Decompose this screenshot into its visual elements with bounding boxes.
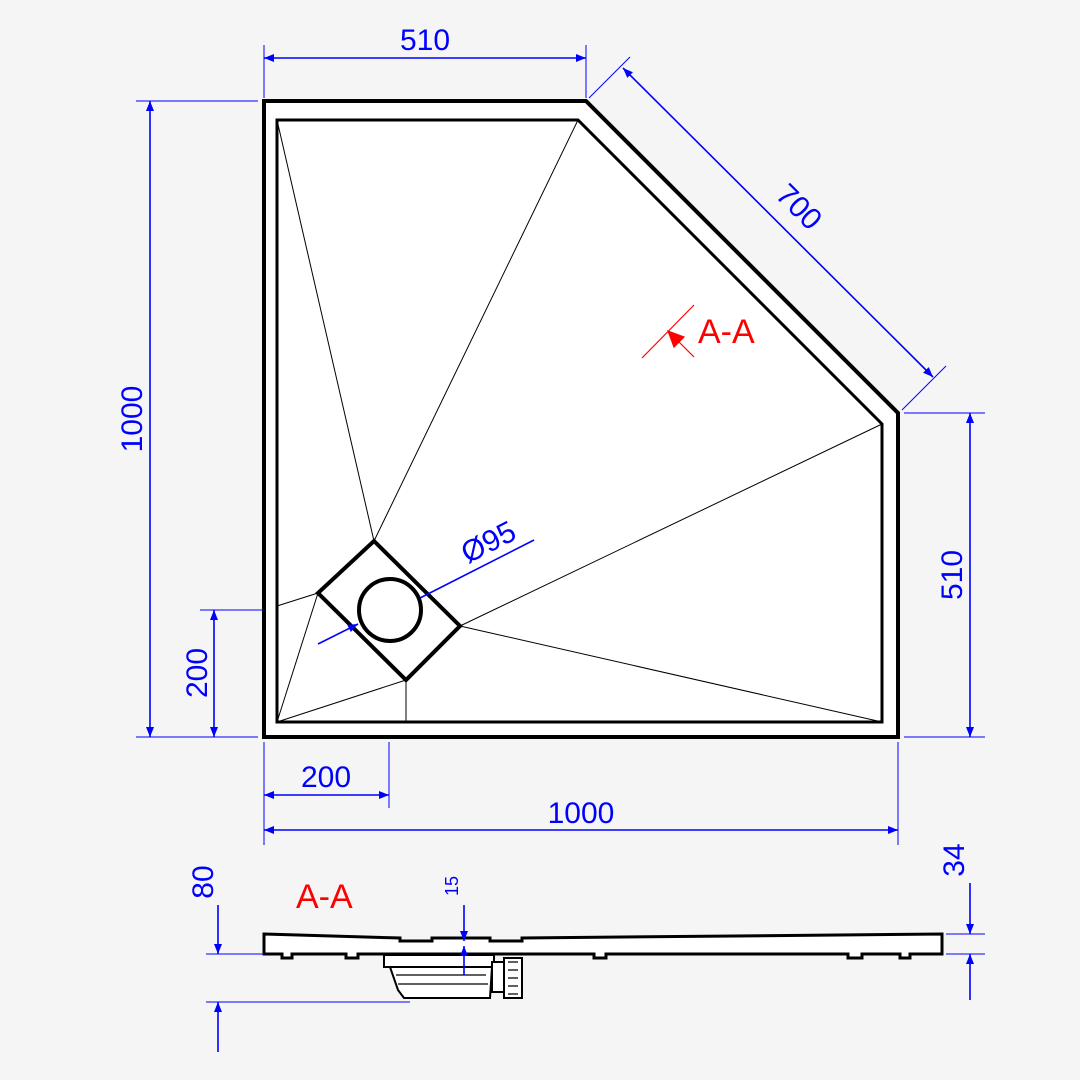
- section-dimension-lines: [214, 883, 974, 1052]
- drain-trap: [383, 954, 523, 999]
- section-dimension-labels: 80 34 15: [187, 843, 971, 898]
- dim-label-section-34: 34: [938, 843, 971, 876]
- section-view-tray: [262, 932, 944, 999]
- dim-line-diagonal-700: [622, 67, 934, 378]
- dim-line-diameter-arrow: [317, 623, 359, 645]
- dim-label-section-80: 80: [187, 865, 220, 898]
- tray-inner-outline: [275, 118, 884, 724]
- section-marker: A-A: [641, 304, 755, 359]
- dim-label-drain-y-200: 200: [181, 648, 214, 698]
- drain-hole: [357, 577, 423, 643]
- section-view-title: A-A: [296, 878, 353, 916]
- dim-label-right-510: 510: [936, 550, 969, 600]
- section-marker-label: A-A: [698, 313, 755, 351]
- dim-label-top-510: 510: [400, 24, 450, 57]
- dim-label-diagonal-700: 700: [769, 178, 828, 237]
- dim-label-bottom-1000: 1000: [548, 797, 615, 830]
- tray-section-profile: [262, 932, 944, 960]
- dim-label-left-1000: 1000: [116, 386, 149, 453]
- dim-label-drain-x-200: 200: [301, 761, 351, 794]
- dim-label-section-15: 15: [442, 876, 462, 896]
- slope-lines: [276, 119, 883, 723]
- drain: [315, 538, 463, 683]
- dim-line-diameter: [419, 539, 535, 599]
- section-dimensions: [206, 933, 985, 1003]
- dimension-lines: [146, 54, 974, 834]
